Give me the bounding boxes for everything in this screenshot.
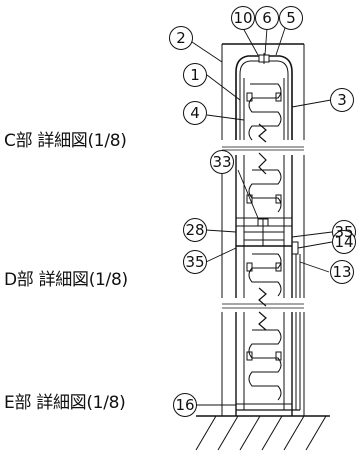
callout-33: 33	[212, 153, 231, 171]
callout-circle-28	[183, 218, 207, 242]
callout-circle-4	[183, 101, 207, 125]
callout-1: 1	[190, 66, 200, 84]
callout-circle-35-left	[183, 250, 207, 274]
lower-wall-section	[195, 311, 330, 451]
callout-10: 10	[233, 9, 252, 27]
leader-lines	[191, 27, 333, 406]
callout-circle-33	[210, 150, 234, 174]
section-label-d: D部 詳細図(1/8)	[4, 270, 128, 290]
callout-circles	[169, 6, 356, 417]
callout-14: 14	[334, 233, 353, 251]
callout-5: 5	[286, 9, 296, 27]
callout-13: 13	[332, 263, 351, 281]
section-label-e: E部 詳細図(1/8)	[4, 393, 126, 413]
callout-circle-16	[173, 393, 197, 417]
callout-circle-2	[169, 26, 193, 50]
callout-circle-3	[330, 88, 354, 112]
callout-circle-1	[183, 63, 207, 87]
callout-4: 4	[190, 104, 200, 122]
callout-16: 16	[175, 396, 194, 414]
callout-circle-10	[231, 6, 255, 30]
middle-wall-section	[221, 152, 305, 309]
callout-circle-5	[279, 6, 303, 30]
upper-wall-section	[221, 43, 305, 151]
callout-28: 28	[185, 221, 204, 239]
callout-35-right: 35	[334, 223, 353, 241]
callout-circle-6	[255, 6, 279, 30]
callout-35-left: 35	[185, 253, 204, 271]
callout-circle-13	[330, 260, 354, 284]
callout-3: 3	[337, 91, 347, 109]
section-label-c: C部 詳細図(1/8)	[4, 131, 127, 151]
callout-6: 6	[262, 9, 272, 27]
callout-2: 2	[176, 29, 186, 47]
